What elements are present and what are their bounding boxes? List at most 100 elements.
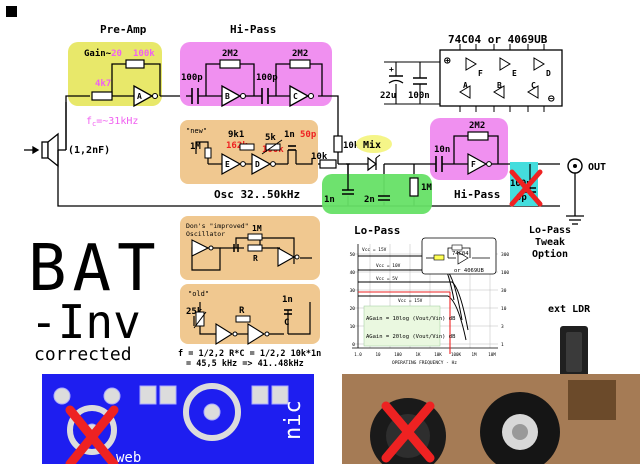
graph-x-axis-label: OPERATING FREQUENCY - Hz [392,360,457,366]
graph-y-right-ticks: 300 100 30 10 3 1 [501,252,509,348]
inverter-c-bubble [307,92,315,100]
resistor-2m2-1 [219,59,241,69]
resistor-2m2-3-label: 2M2 [469,121,485,131]
title-bat: BAT [28,232,162,306]
dons-oscillator-title: Don's "improved"Oscillator [186,222,249,238]
pcb-blue-cross-icon [65,405,119,464]
svg-text:30: 30 [501,288,507,294]
title-corrected: corrected [34,344,132,365]
old-oscillator-label: "old" [188,290,209,298]
lopass-tweak-cross-icon [509,169,543,207]
inverter-c [289,84,310,108]
chip-minus-symbol: ⊖ [548,92,555,105]
svg-text:0: 0 [352,342,355,348]
graph-inset-or: or 4069UB [454,268,484,274]
old-25k-label: 25k [186,307,203,317]
svg-text:+: + [389,65,394,74]
svg-text:10K: 10K [434,352,442,357]
svg-text:100K: 100K [451,352,462,357]
lowpass-highlight [322,174,432,214]
cap-100n-label: 100n [408,91,430,101]
formula-line-1: f = 1/2,2 R*C = 1/2,2 10k*1n [178,349,321,359]
resistor-2m2-3 [467,131,489,141]
svg-text:100: 100 [394,352,402,357]
oscillator-highlight [180,120,318,184]
cap-100p-1-label: 100p [181,73,203,83]
old-oscillator-highlight [180,284,320,344]
svg-text:20: 20 [350,306,356,312]
graph-vcc15b-label: Vcc = 15V [398,298,423,304]
transducer-capacitance: (1,2nF) [68,145,110,156]
graph-y-left-ticks: 50 40 30 20 10 0 [350,252,356,348]
pot-5k-label: 5k [265,133,276,143]
resistor-100k-feedback [125,59,145,69]
graph-vcc15-label: Vcc = 15V [362,247,387,253]
inverter-b-label: B [225,92,230,101]
inverter-d-label: D [255,160,260,169]
gain-label: Gain~20 [84,48,122,59]
inverter-f-label: F [471,160,476,169]
chip-gate-b-label: B [497,81,502,90]
mix-label: Mix [363,139,381,151]
resistor-4k7-label: 4k7 [95,79,111,89]
inverter-b-bubble [239,92,247,100]
inverter-e-label: E [225,160,230,169]
resistor-2m2-2 [289,59,311,69]
chip-gate-c-label: C [531,81,536,90]
resistor-2m2-1-label: 2M2 [222,49,238,59]
cutoff-frequency: fc=~31kHz [86,116,138,128]
svg-text:10: 10 [350,324,356,330]
svg-text:30: 30 [350,288,356,294]
svg-text:40: 40 [350,270,356,276]
preamp-title: Pre-Amp [100,23,147,36]
resistor-10k-b [319,159,337,169]
graph-x-ticks: 1.0 10 100 1K 10K 100K 1M 10M [354,352,496,357]
old-c-label: C [284,318,289,328]
cap-22u-label: 22u [380,91,396,101]
graph-vcc5-label: Vcc = 5V [376,276,398,282]
curve-vcc15b [358,295,467,341]
cap-10n-label: 10n [434,145,450,155]
hipass1-title: Hi-Pass [230,23,276,36]
cap-100p-2-label: 100p [256,73,278,83]
gain-value: 20 [111,49,122,59]
diode [367,156,377,172]
ext-ldr-label: ext LDR [548,304,591,315]
resistor-9k1-label: 9k1 [228,130,244,140]
chip-title: 74C04 or 4069UB [448,33,548,46]
chip-gate-d-label: D [546,69,551,78]
title-inv: -Inv [30,295,141,349]
hipass2-title: Hi-Pass [454,188,500,201]
cap-50p-label: 50p [300,130,317,140]
pcb-blue-text-2: nic [281,400,306,440]
dons-1m-label: 1M [252,224,262,233]
inverter-a [133,84,154,108]
inverter-d-bubble [270,161,276,167]
cap-0p-label: 0p [516,193,527,203]
resistor-162k-label: 162k [226,141,248,151]
resistor-10k-a-label: 10k [343,141,360,151]
inverter-d [251,152,272,176]
mix-highlight [356,135,392,153]
svg-text:1K: 1K [415,352,421,357]
lopass-title: Lo-Pass [354,224,400,237]
chip-gate-f-label: F [478,69,483,78]
old-r-label: R [239,306,245,316]
resistor-10k-a [333,135,343,153]
resistor-1m [409,177,419,197]
svg-text:1M: 1M [471,352,477,357]
corner-square [6,6,17,17]
curve-vcc5 [358,281,469,331]
inverter-a-label: A [137,92,142,101]
inverter-f-bubble [486,161,492,167]
inverter-e-bubble [240,161,246,167]
cap-2n-label: 2n [364,195,375,205]
chip-gate-e-label: E [512,69,517,78]
chip-plus-symbol: ⊕ [444,54,451,67]
osc-title: Osc 32..50kHz [214,188,300,201]
output-label: OUT [588,162,606,173]
inverter-f [467,152,488,176]
inverter-a-bubble [151,92,159,100]
